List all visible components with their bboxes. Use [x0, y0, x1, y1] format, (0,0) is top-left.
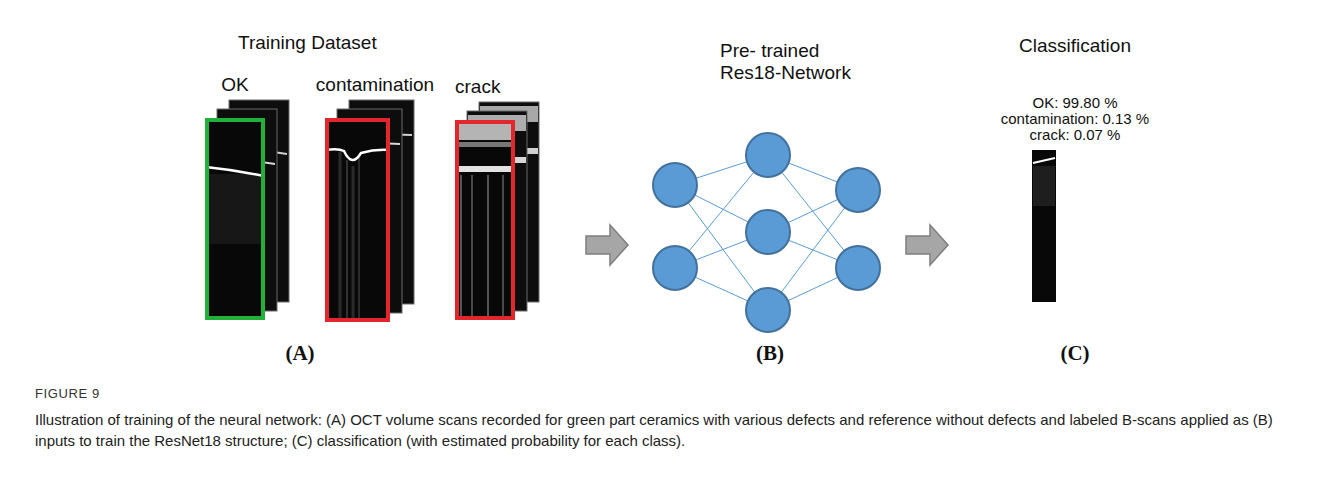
- oct-stack-crack: [455, 102, 539, 320]
- classified-bscan: [1033, 166, 1055, 206]
- oct-stack-contamination: [339, 152, 342, 320]
- oct-stack-contamination: [346, 160, 348, 320]
- oct-stack-crack: [460, 175, 462, 318]
- network-neurons: [653, 246, 697, 290]
- panel-letter: (B): [730, 341, 810, 366]
- class-probability: OK: 99.80 %: [952, 95, 1198, 111]
- image-frame: [325, 118, 390, 322]
- network-neurons: [746, 288, 790, 332]
- network-neurons: [746, 210, 790, 254]
- network-neurons: [653, 133, 880, 332]
- network-links: [675, 155, 858, 310]
- classification-panel: ClassificationOK: 99.80 %contamination: …: [952, 35, 1198, 335]
- oct-stack-ok: [206, 174, 264, 244]
- panel-letter: (A): [260, 341, 340, 366]
- classified-bscan: [1033, 158, 1055, 163]
- network-heading: Pre- trained Res18-Network: [720, 40, 860, 84]
- figure-number: FIGURE 9: [35, 386, 235, 402]
- oct-stack-ok: [205, 118, 265, 320]
- panel-heading: Training Dataset: [238, 32, 582, 54]
- dataset-panel: Training DatasetOK contamination crack: [180, 25, 582, 335]
- image-stack: OK: [200, 74, 270, 320]
- image-frame: [455, 120, 515, 320]
- class-heading: OK: [200, 74, 270, 96]
- oct-stack-contamination: [352, 166, 355, 320]
- oct-stack-crack: [456, 166, 514, 172]
- oct-stack-contamination: [326, 149, 389, 160]
- image-stack: crack: [452, 76, 522, 322]
- network-neurons: [836, 168, 880, 212]
- oct-stack-crack: [455, 120, 515, 320]
- oct-stack-contamination: [325, 118, 390, 322]
- oct-stack-ok: [205, 100, 289, 320]
- panel-letter: (C): [1035, 341, 1115, 366]
- oct-stack-contamination: [358, 156, 360, 320]
- image-stack: contamination: [315, 74, 435, 322]
- oct-stack-crack: [487, 175, 489, 318]
- figure-caption: Illustration of training of the neural n…: [35, 409, 1310, 451]
- oct-stack-ok: [206, 167, 264, 176]
- image-frame: [205, 118, 265, 320]
- class-heading: contamination: [315, 74, 435, 96]
- network-neurons: [836, 246, 880, 290]
- class-probability: crack: 0.07 %: [952, 127, 1198, 143]
- block-arrow: [906, 225, 948, 265]
- block-arrow: [586, 225, 628, 265]
- panel-heading: Classification: [952, 35, 1198, 57]
- oct-stack-crack: [502, 175, 504, 318]
- class-probability: contamination: 0.13 %: [952, 111, 1198, 127]
- network-neurons: [653, 163, 697, 207]
- network-panel: Pre- trained Res18-Network: [632, 35, 902, 335]
- class-heading: crack: [452, 76, 522, 98]
- oct-stack-crack: [456, 124, 514, 140]
- oct-stack-crack: [471, 175, 473, 318]
- oct-stack-contamination: [325, 100, 414, 322]
- classified-bscan: [1032, 150, 1056, 302]
- classified-bscan: [1032, 150, 1056, 302]
- oct-stack-crack: [456, 142, 514, 147]
- network-neurons: [746, 133, 790, 177]
